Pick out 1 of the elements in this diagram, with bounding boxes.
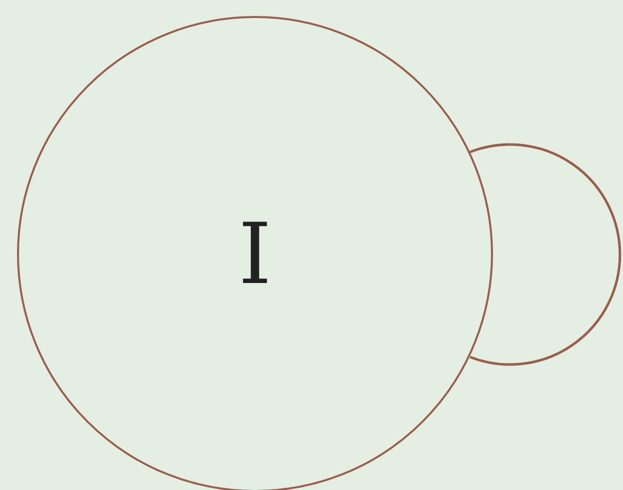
node-label: I bbox=[238, 212, 272, 296]
